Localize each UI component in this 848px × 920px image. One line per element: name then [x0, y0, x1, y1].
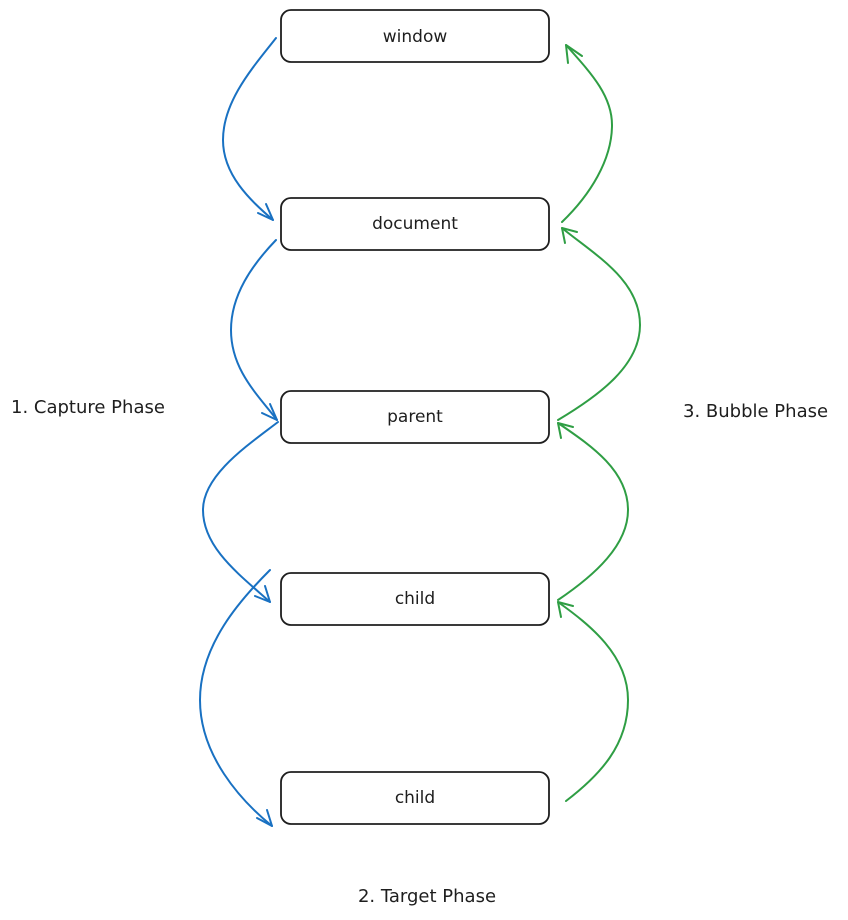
node-label: child — [395, 788, 435, 808]
target-phase-label: 2. Target Phase — [358, 886, 496, 907]
capture-arrow-document-parent — [230, 239, 278, 421]
node-child-target: child — [280, 771, 550, 825]
bubble-arrow-target-child — [557, 601, 629, 802]
node-child: child — [280, 572, 550, 626]
capture-arrow-parent-child — [202, 421, 279, 603]
bubble-phase-label: 3. Bubble Phase — [683, 401, 828, 422]
node-label: document — [372, 214, 458, 234]
capture-arrow-child-target — [199, 569, 273, 827]
node-parent: parent — [280, 390, 550, 444]
node-window: window — [280, 9, 550, 63]
node-label: child — [395, 589, 435, 609]
bubble-arrow-document-window — [561, 44, 613, 223]
node-document: document — [280, 197, 550, 251]
capture-arrow-window-document — [222, 37, 277, 221]
bubble-arrow-parent-document — [557, 227, 641, 421]
bubble-arrow-child-parent — [557, 422, 629, 601]
node-label: parent — [387, 407, 443, 427]
capture-phase-label: 1. Capture Phase — [11, 397, 165, 418]
node-label: window — [383, 27, 448, 47]
